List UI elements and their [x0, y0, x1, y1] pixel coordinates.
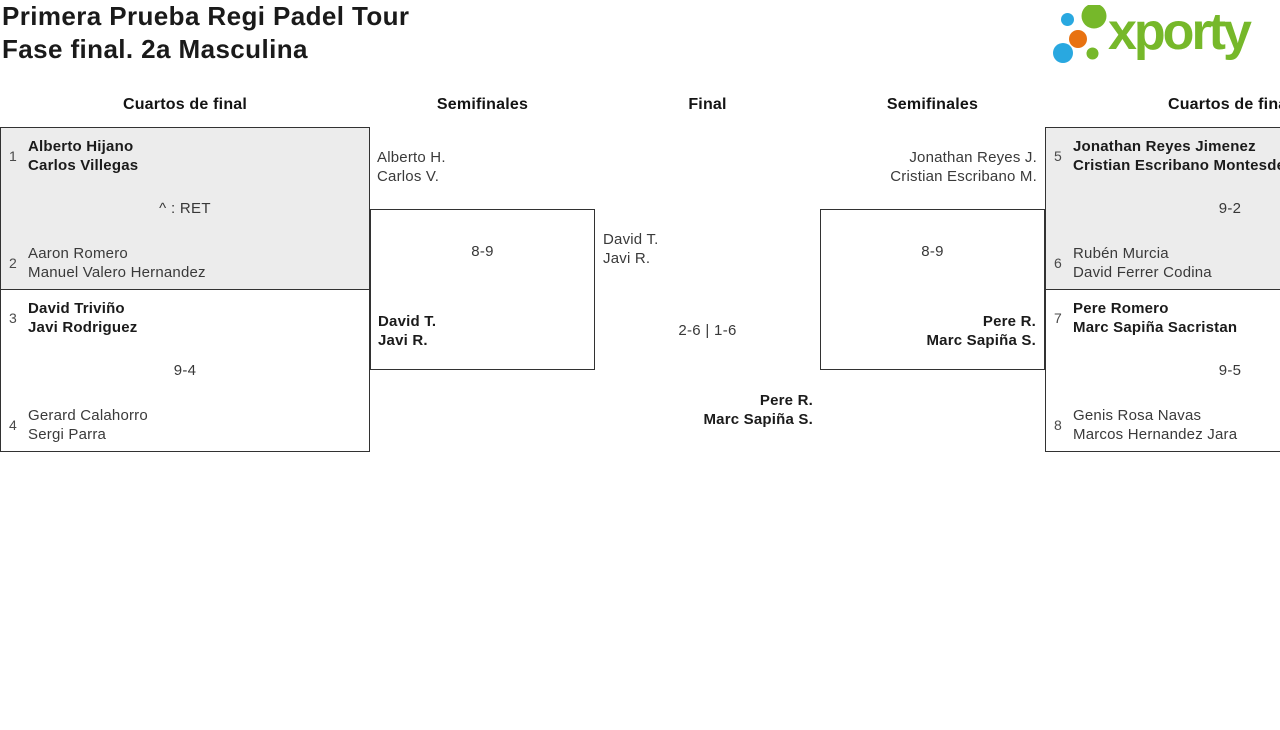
player-name: Alberto H. [377, 149, 446, 166]
seed-number: 3 [9, 310, 17, 326]
match-score: 8-9 [921, 243, 944, 260]
player-name: Carlos Villegas [28, 157, 139, 174]
team-names: Genis Rosa Navas Marcos Hernandez Jara [1073, 406, 1237, 444]
player-name: David Ferrer Codina [1073, 264, 1212, 281]
player-name: Manuel Valero Hernandez [28, 264, 206, 281]
team-slot: 6 Rubén Murcia David Ferrer Codina [1054, 244, 1212, 282]
player-name: David T. [378, 313, 437, 330]
player-name: Rubén Murcia [1073, 245, 1169, 262]
sf-left-winner-team: David T. Javi R. [378, 312, 436, 350]
xporty-logo[interactable]: xporty [1044, 3, 1280, 71]
team-names: David Triviño Javi Rodriguez [28, 299, 138, 337]
sf-right-top-team: Jonathan Reyes J. Cristian Escribano M. [890, 148, 1037, 186]
team-names: Pere Romero Marc Sapiña Sacristan [1073, 299, 1237, 337]
round-header-quarterfinals-left: Cuartos de final [122, 96, 248, 113]
match-box-qf2[interactable]: 3 David Triviño Javi Rodriguez 9-4 4 Ger… [0, 289, 370, 452]
player-name: Javi Rodriguez [28, 319, 138, 336]
seed-number: 1 [9, 148, 17, 164]
player-name: Marc Sapiña Sacristan [1073, 319, 1238, 336]
match-box-qf3[interactable]: 5 Jonathan Reyes Jimenez Cristian Escrib… [1045, 127, 1280, 290]
player-name: Marcos Hernandez Jara [1073, 426, 1238, 443]
round-header-semifinals-left: Semifinales [436, 96, 529, 113]
player-name: David Triviño [28, 300, 125, 317]
logo-wordmark: xporty [1108, 3, 1252, 61]
seed-number: 2 [9, 255, 17, 271]
player-name: Pere R. [982, 313, 1036, 330]
team-slot: 5 Jonathan Reyes Jimenez Cristian Escrib… [1054, 137, 1280, 175]
team-slot: 3 David Triviño Javi Rodriguez [9, 299, 138, 337]
seed-number: 7 [1054, 310, 1062, 326]
sf-left-top-team: Alberto H. Carlos V. [377, 148, 446, 186]
page-title: Primera Prueba Regi Padel Tour Fase fina… [2, 0, 409, 66]
player-name: Gerard Calahorro [28, 407, 148, 424]
player-name: Cristian Escribano Montesde [1073, 157, 1280, 174]
player-name: Javi R. [603, 250, 651, 267]
player-name: Cristian Escribano M. [890, 168, 1037, 185]
match-score: 9-5 [1218, 362, 1242, 379]
match-score: 9-2 [1218, 200, 1242, 217]
player-name: Jonathan Reyes J. [909, 149, 1037, 166]
team-slot: 7 Pere Romero Marc Sapiña Sacristan [1054, 299, 1237, 337]
match-box-qf1[interactable]: 1 Alberto Hijano Carlos Villegas ^ : RET… [0, 127, 370, 290]
player-name: Carlos V. [377, 168, 440, 185]
team-names: Aaron Romero Manuel Valero Hernandez [28, 244, 206, 282]
team-names: Jonathan Reyes Jimenez Cristian Escriban… [1073, 137, 1280, 175]
match-score: 9-4 [173, 362, 197, 379]
player-name: Aaron Romero [28, 245, 128, 262]
player-name: Javi R. [378, 332, 428, 349]
match-box-qf4[interactable]: 7 Pere Romero Marc Sapiña Sacristan 9-5 … [1045, 289, 1280, 452]
round-header-final: Final [688, 96, 727, 113]
seed-number: 4 [9, 417, 17, 433]
team-slot: 2 Aaron Romero Manuel Valero Hernandez [9, 244, 206, 282]
team-names: Alberto Hijano Carlos Villegas [28, 137, 138, 175]
final-score: 2-6 | 1-6 [678, 322, 737, 339]
round-header-quarterfinals-right: Cuartos de final [1167, 96, 1280, 113]
team-slot: 8 Genis Rosa Navas Marcos Hernandez Jara [1054, 406, 1237, 444]
logo-dots-icon [1053, 5, 1107, 63]
seed-number: 6 [1054, 255, 1062, 271]
player-name: Genis Rosa Navas [1073, 407, 1202, 424]
player-name: Pere R. [759, 392, 813, 409]
champion-team: Pere R. Marc Sapiña S. [703, 391, 813, 429]
player-name: Pere Romero [1073, 300, 1169, 317]
player-name: David T. [603, 231, 659, 248]
final-top-team: David T. Javi R. [603, 230, 659, 268]
match-box-sf1[interactable]: 8-9 David T. Javi R. [370, 209, 595, 370]
player-name: Alberto Hijano [28, 138, 134, 155]
match-score: 8-9 [471, 243, 494, 260]
tournament-name: Primera Prueba Regi Padel Tour [2, 1, 410, 31]
player-name: Marc Sapiña S. [703, 411, 813, 428]
team-names: Rubén Murcia David Ferrer Codina [1073, 244, 1212, 282]
team-slot: 1 Alberto Hijano Carlos Villegas [9, 137, 138, 175]
match-score: ^ : RET [159, 200, 211, 217]
sf-right-winner-team: Pere R. Marc Sapiña S. [926, 312, 1036, 350]
team-slot: 4 Gerard Calahorro Sergi Parra [9, 406, 148, 444]
phase-name: Fase final. 2a Masculina [2, 34, 308, 64]
seed-number: 5 [1054, 148, 1062, 164]
match-box-sf2[interactable]: 8-9 Pere R. Marc Sapiña S. [820, 209, 1045, 370]
seed-number: 8 [1054, 417, 1062, 433]
player-name: Jonathan Reyes Jimenez [1073, 138, 1256, 155]
player-name: Sergi Parra [28, 426, 107, 443]
team-names: Gerard Calahorro Sergi Parra [28, 406, 148, 444]
round-header-semifinals-right: Semifinales [886, 96, 979, 113]
player-name: Marc Sapiña S. [926, 332, 1036, 349]
